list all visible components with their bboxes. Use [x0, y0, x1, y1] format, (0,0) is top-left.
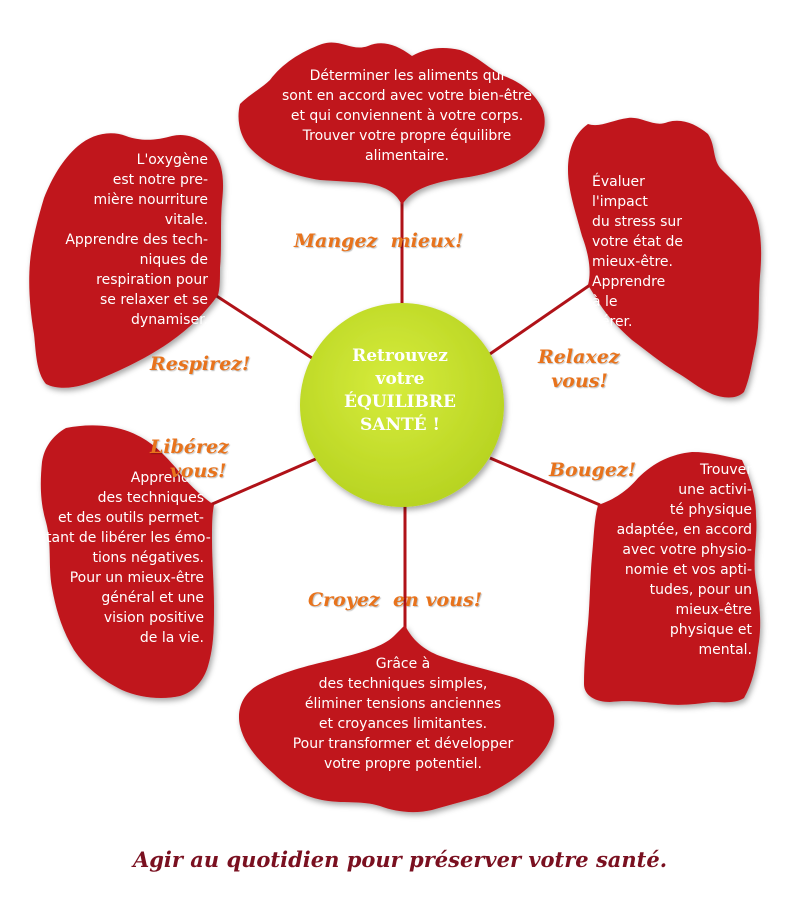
leaf-text-relaxez: Évaluer l'impact du stress sur votre éta… — [592, 174, 683, 330]
leaf-croyez — [238, 625, 555, 813]
leaf-relaxez — [568, 117, 762, 398]
label-liberez: Libérez vous! — [150, 436, 229, 482]
label-respirez: Respirez! — [150, 353, 251, 375]
leaf-bougez — [584, 452, 761, 705]
stem-bougez — [489, 456, 601, 507]
stem-liberez — [209, 456, 319, 507]
leaf-text-mangez: Déterminer les aliments qui sont en acco… — [282, 68, 532, 164]
stem-relaxez — [486, 283, 591, 358]
leaves — [29, 42, 762, 813]
label-mangez: Mangez mieux! — [294, 230, 464, 252]
leaf-text-liberez: Apprendre des techniques et des outils p… — [46, 470, 211, 646]
center-circle — [300, 303, 504, 507]
leaf-respirez — [29, 133, 224, 388]
label-bougez: Bougez! — [549, 459, 637, 481]
label-relaxez: Relaxez vous! — [538, 346, 620, 392]
caption: Agir au quotidien pour préserver votre s… — [132, 847, 668, 872]
leaf-text-croyez: Grâce à des techniques simples, éliminer… — [292, 656, 514, 772]
leaf-liberez — [40, 425, 214, 698]
label-croyez: Croyez en vous! — [308, 589, 483, 611]
leaf-text-respirez: L'oxygène est notre pre- mière nourritur… — [65, 152, 208, 328]
stem-respirez — [214, 293, 316, 362]
center-title: Retrouvez votre ÉQUILIBRE SANTÉ ! — [344, 346, 456, 435]
leaf-mangez — [238, 42, 545, 205]
leaf-text-bougez: Trouver une activi- té physique adaptée,… — [616, 462, 752, 658]
